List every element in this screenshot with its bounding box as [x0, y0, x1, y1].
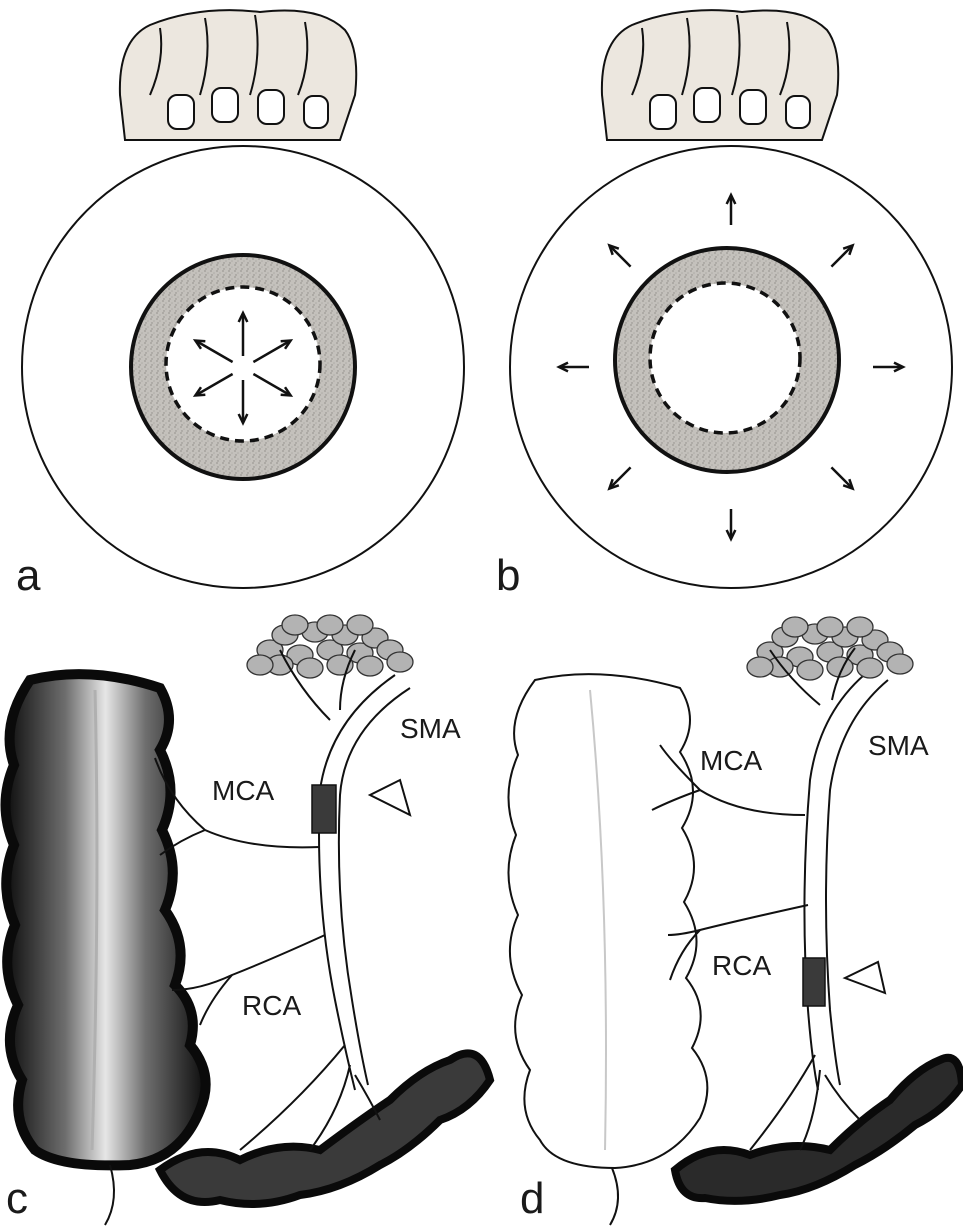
vessel-lumen-b	[650, 283, 800, 433]
ischemic-colon-c	[6, 674, 206, 1165]
occlusion-c	[312, 785, 336, 833]
panel-letter-d: d	[520, 1174, 544, 1223]
sma-label-d: SMA	[868, 730, 929, 761]
panel-c: SMA MCA RCA c	[6, 615, 491, 1225]
jejunal-cluster-c	[247, 615, 413, 678]
sma-trunk-d	[804, 670, 870, 1090]
panel-letter-b: b	[496, 551, 520, 600]
arrowhead-pointer-d	[845, 962, 885, 993]
panel-letter-c: c	[6, 1174, 28, 1223]
bowel-loop	[357, 656, 383, 676]
bowel-loop	[857, 658, 883, 678]
panel-letter-a: a	[16, 551, 41, 600]
bowel-loop	[747, 657, 773, 677]
occlusion-d	[803, 958, 825, 1006]
rca-label-c: RCA	[242, 990, 301, 1021]
bowel-loop	[797, 660, 823, 680]
healthy-colon-d	[508, 674, 707, 1168]
hand-icon-a	[120, 10, 356, 140]
rca-label-d: RCA	[712, 950, 771, 981]
bowel-loop	[847, 617, 873, 637]
panel-d: SMA MCA RCA d	[508, 617, 962, 1225]
bowel-loop	[347, 615, 373, 635]
mca-label-c: MCA	[212, 775, 275, 806]
panel-b: b	[496, 10, 952, 600]
bowel-loop	[817, 617, 843, 637]
bowel-loop	[282, 615, 308, 635]
jejunal-cluster-d	[747, 617, 913, 680]
bowel-loop	[297, 658, 323, 678]
bowel-loop	[317, 615, 343, 635]
mca-label-d: MCA	[700, 745, 763, 776]
panel-a: a	[16, 10, 464, 600]
hand-icon-b	[602, 10, 838, 140]
arrowhead-pointer-c	[370, 780, 410, 815]
bowel-loop	[887, 654, 913, 674]
bowel-loop	[782, 617, 808, 637]
bowel-loop	[247, 655, 273, 675]
sma-label-c: SMA	[400, 713, 461, 744]
bowel-loop	[387, 652, 413, 672]
